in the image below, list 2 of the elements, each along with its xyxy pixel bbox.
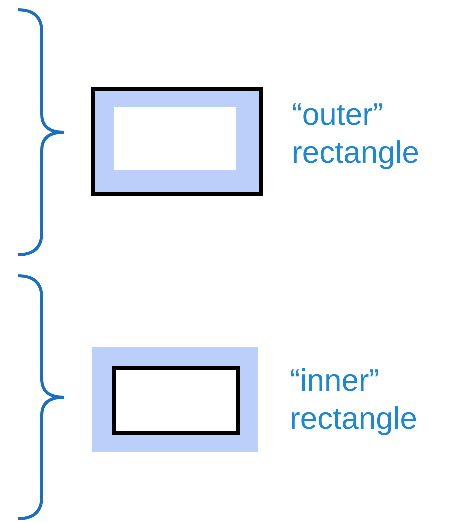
caption-text: “outer” rectangle xyxy=(292,96,421,172)
caption-text: “inner” rectangle xyxy=(290,362,419,438)
